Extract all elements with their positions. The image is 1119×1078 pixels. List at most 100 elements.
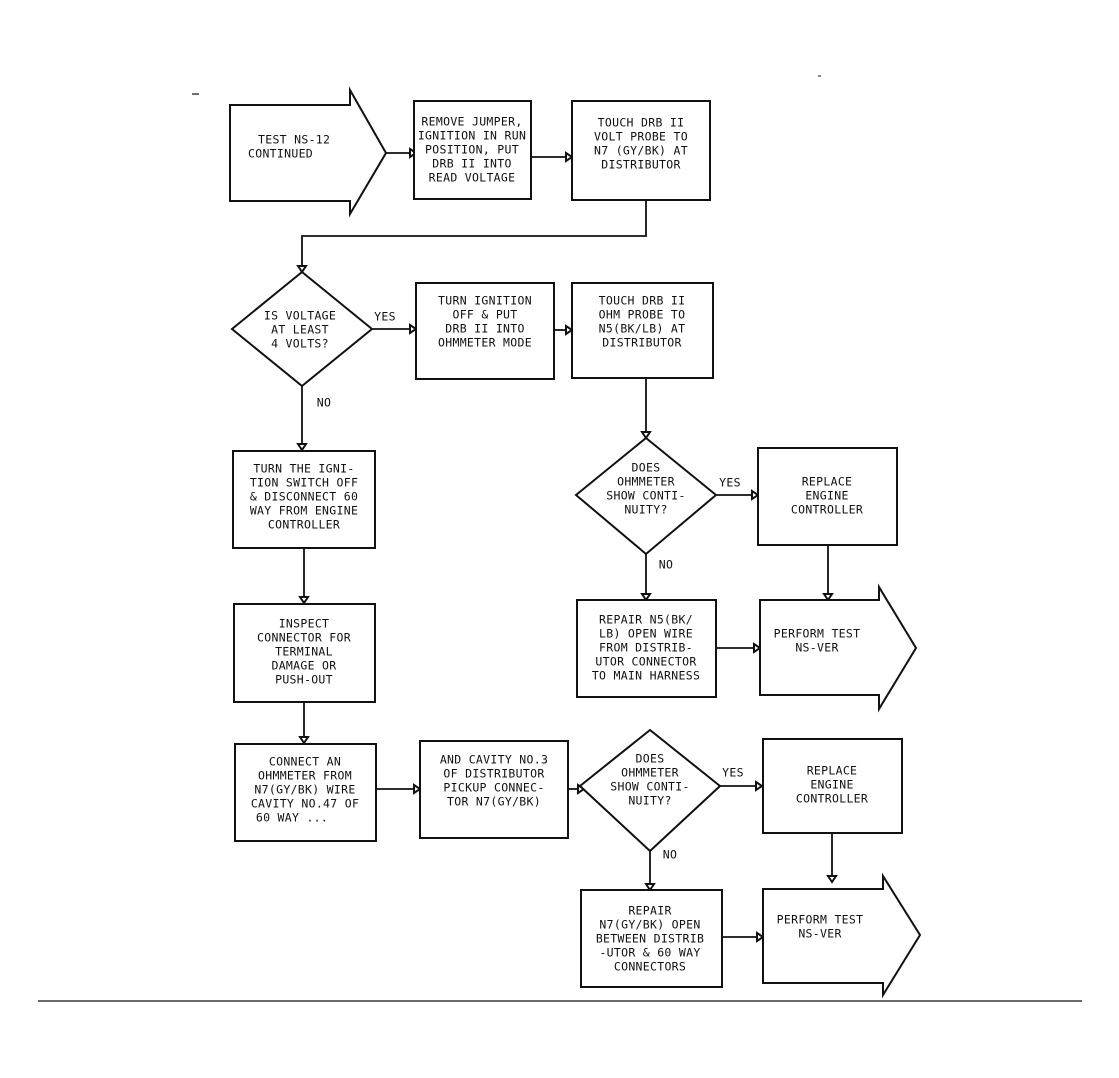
repair-n5-line: UTOR CONNECTOR	[595, 655, 696, 669]
yes-label: YES	[374, 310, 396, 324]
arrowhead	[296, 265, 308, 274]
start-line: TEST NS-12	[258, 133, 330, 147]
arrowhead	[298, 596, 310, 605]
connectors	[296, 147, 838, 943]
arrowhead	[822, 593, 834, 602]
replace-1-line: CONTROLLER	[791, 503, 863, 517]
cavity3-line: TOR N7(GY/BK)	[447, 795, 541, 809]
repair-n5-box	[576, 599, 717, 698]
continuity-q2-line: NUITY?	[628, 794, 671, 808]
shapes	[229, 86, 922, 999]
touch-volt-line: N7 (GY/BK) AT	[594, 144, 688, 158]
touch-volt-line: TOUCH DRB II	[598, 116, 685, 130]
connect-ohm-line: CONNECT AN	[269, 755, 341, 769]
continuity-q2-line: DOES	[636, 752, 665, 766]
replace-controller-1-box	[757, 447, 898, 546]
arrowhead	[565, 324, 574, 336]
branch-labels: YES NO YES NO YES NO	[317, 310, 744, 862]
remove-jumper-line: IGNITION IN RUN	[418, 129, 526, 143]
start-arrow-shape	[229, 86, 388, 218]
repair-n7-line: BETWEEN DISTRIB	[596, 932, 704, 946]
arrowhead	[755, 780, 764, 792]
perform-1-line: PERFORM TEST	[774, 627, 861, 641]
repair-n5-line: LB) OPEN WIRE	[599, 627, 693, 641]
arrowhead	[751, 489, 760, 501]
perform-test-2-arrow-shape	[762, 872, 922, 999]
continuity-q1-line: DOES	[632, 461, 661, 475]
turn-ign-off-line: OHMMETER MODE	[438, 336, 532, 350]
arrowhead	[644, 883, 656, 892]
no-label: NO	[317, 396, 331, 410]
perform-2-line: PERFORM TEST	[777, 913, 864, 927]
touch-volt-line: DISTRIBUTOR	[601, 158, 680, 172]
no-label: NO	[659, 558, 673, 572]
node-labels: TEST NS-12 CONTINUED REMOVE JUMPER, IGNI…	[248, 115, 868, 974]
cavity3-line: OF DISTRIBUTOR	[443, 767, 544, 781]
touch-ohm-line: DISTRIBUTOR	[602, 336, 681, 350]
start-line: CONTINUED	[248, 147, 313, 161]
turn-ign-off-line: TURN IGNITION	[438, 294, 532, 308]
continuity-decision-1-diamond	[574, 436, 718, 556]
continuity-q1-line: NUITY?	[624, 503, 667, 517]
repair-n5-line: TO MAIN HARNESS	[592, 669, 700, 683]
replace-1-line: ENGINE	[805, 489, 848, 503]
replace-controller-2-box	[762, 738, 903, 834]
replace-2-line: CONTROLLER	[796, 792, 868, 806]
continuity-q1-line: OHMMETER	[617, 475, 675, 489]
repair-n7-line: CONNECTORS	[614, 960, 686, 974]
repair-n7-box	[580, 889, 723, 988]
replace-2-line: ENGINE	[810, 778, 853, 792]
arrowhead	[826, 875, 838, 884]
connector	[301, 200, 647, 266]
arrowhead	[298, 736, 310, 745]
remove-jumper-line: POSITION, PUT	[425, 143, 519, 157]
arrowhead	[413, 783, 422, 795]
inspect-box	[233, 603, 376, 703]
arrowhead	[640, 431, 652, 440]
continuity-q2-line: SHOW CONTI-	[610, 780, 689, 794]
voltage-q-line: IS VOLTAGE	[264, 309, 336, 323]
connect-ohm-line: CAVITY NO.47 OF	[251, 797, 359, 811]
voltage-decision-diamond	[230, 270, 374, 388]
turn-switch-off-line: WAY FROM ENGINE	[250, 504, 358, 518]
remove-jumper-line: REMOVE JUMPER,	[421, 115, 522, 129]
turn-switch-off-line: TURN THE IGNI-	[253, 462, 354, 476]
arrowhead	[409, 323, 418, 335]
arrowhead	[296, 443, 308, 452]
touch-ohm-line: N5(BK/LB) AT	[599, 322, 686, 336]
repair-n5-line: FROM DISTRIB-	[599, 641, 693, 655]
touch-ohm-line: OHM PROBE TO	[599, 308, 686, 322]
replace-1-line: REPLACE	[802, 475, 853, 489]
connect-ohm-line: 60 WAY ...	[256, 811, 328, 825]
turn-ign-off-line: OFF & PUT	[452, 308, 517, 322]
perform-test-1-arrow-shape	[759, 583, 918, 713]
yes-label: YES	[719, 476, 741, 490]
arrowhead	[565, 151, 574, 163]
arrowhead	[753, 642, 762, 654]
repair-n7-line: -UTOR & 60 WAY	[599, 946, 700, 960]
cavity3-line: AND CAVITY NO.3	[440, 753, 548, 767]
repair-n7-line: N7(GY/BK) OPEN	[599, 918, 700, 932]
yes-label: YES	[722, 766, 744, 780]
voltage-q-line: 4 VOLTS?	[271, 337, 329, 351]
replace-2-line: REPLACE	[807, 764, 858, 778]
continuity-q2-line: OHMMETER	[621, 766, 679, 780]
voltage-q-line: AT LEAST	[271, 323, 329, 337]
turn-ignition-off-box	[415, 282, 555, 380]
touch-volt-line: VOLT PROBE TO	[594, 130, 688, 144]
perform-2-line: NS-VER	[798, 927, 841, 941]
turn-switch-off-line: & DISCONNECT 60	[250, 490, 358, 504]
inspect-line: CONNECTOR FOR	[257, 631, 351, 645]
touch-ohm-box	[571, 282, 714, 379]
inspect-line: INSPECT	[279, 617, 330, 631]
connect-ohm-line: OHMMETER FROM	[258, 769, 352, 783]
continuity-decision-2-diamond	[578, 728, 722, 853]
cavity3-box	[419, 740, 569, 839]
repair-n5-line: REPAIR N5(BK/	[599, 613, 693, 627]
turn-switch-off-line: TION SWITCH OFF	[250, 476, 358, 490]
continuity-q1-line: SHOW CONTI-	[606, 489, 685, 503]
remove-jumper-line: DRB II INTO	[432, 157, 511, 171]
touch-volt-box	[571, 100, 711, 201]
inspect-line: TERMINAL	[275, 645, 333, 659]
